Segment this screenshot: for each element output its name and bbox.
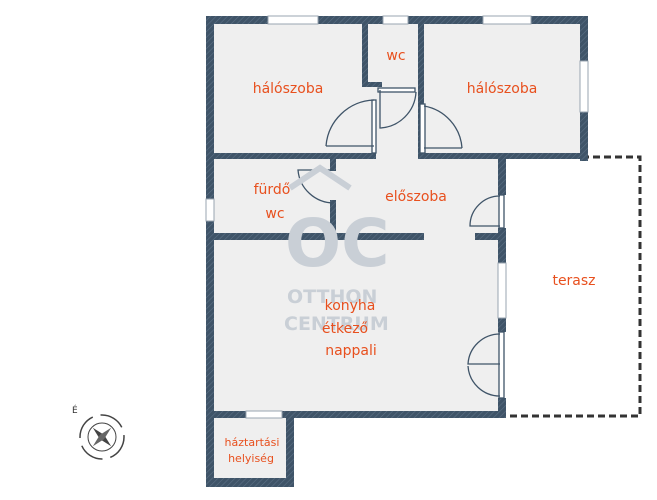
floor-bedroom-left (214, 24, 362, 153)
compass-north-letter: É (72, 404, 78, 416)
floor-bedroom-right (421, 24, 580, 153)
compass: É (72, 404, 125, 460)
door-leaf-terrace (498, 331, 505, 399)
floor-utility (214, 417, 286, 478)
watermark-line2: CENTRUM (284, 313, 389, 335)
door-swing-bedroom-left (325, 99, 375, 147)
door-swing-wc (379, 90, 417, 129)
label-wc-top: wc (386, 48, 405, 64)
wall-bathroom-right (330, 159, 336, 171)
wall-east-bottom (498, 398, 506, 417)
wall-wc-left (362, 24, 368, 86)
door-leaf-wc (377, 87, 416, 93)
door-swing-hall-east (469, 195, 501, 227)
window-living-east (497, 262, 507, 319)
wall-bathroom-right-low (330, 200, 336, 234)
window-utility-top (245, 410, 283, 419)
label-bathroom-2: wc (265, 206, 284, 222)
window-bathroom (205, 198, 215, 222)
label-living-1: konyha (325, 298, 376, 314)
compass-ring (79, 414, 125, 460)
wall-bedroom-right-bottom (418, 153, 588, 159)
window-bedroom-right (482, 15, 532, 25)
watermark-roof-icon (288, 164, 352, 191)
label-bedroom-left: hálószoba (253, 81, 324, 97)
label-terrace: terasz (552, 273, 595, 289)
label-living-2: étkező (322, 321, 368, 337)
window-bedroom-right-side (579, 60, 589, 113)
wall-east-upper (498, 159, 506, 195)
door-leaf-hall-east (498, 194, 505, 229)
label-hall: előszoba (385, 189, 447, 205)
label-bathroom-1: fürdő (254, 182, 291, 198)
compass-inner (87, 422, 117, 452)
watermark: OC OTTHON CENTRUM (284, 164, 390, 335)
wall-middle-right (475, 233, 505, 240)
label-bedroom-right: hálószoba (467, 81, 538, 97)
watermark-line1: OTTHON (287, 286, 377, 308)
wall-bedroom-left-bottom (206, 153, 376, 159)
wall-wc-bottom (362, 82, 382, 87)
label-utility-2: helyiség (228, 452, 274, 465)
wall-utility-left (206, 411, 214, 487)
window-bedroom-left (267, 15, 319, 25)
door-leaf-bedroom-left (371, 99, 377, 154)
wall-middle-left (206, 233, 424, 240)
window-wc (382, 15, 409, 25)
room-labels: hálószoba wc hálószoba fürdő wc előszoba… (225, 48, 596, 465)
floor-living (214, 240, 500, 411)
watermark-logo: OC (285, 205, 390, 282)
door-swing-terrace-lower (467, 365, 501, 397)
label-utility-1: háztartási (225, 436, 280, 449)
windows (205, 15, 589, 419)
doors (297, 87, 505, 399)
wall-wc-right (418, 24, 424, 159)
label-living-3: nappali (325, 343, 377, 359)
door-swing-terrace-upper (467, 333, 501, 365)
door-swing-bedroom-right (423, 105, 463, 149)
compass-needle-icon (92, 427, 112, 447)
wall-living-bottom (206, 411, 506, 418)
door-swing-bathroom (297, 169, 335, 204)
wall-utility-right (286, 411, 294, 487)
wall-east-mid (498, 228, 506, 263)
door-leaf-bedroom-right (419, 103, 426, 154)
wall-utility-bottom (206, 478, 294, 487)
wall-east-low (498, 318, 506, 332)
